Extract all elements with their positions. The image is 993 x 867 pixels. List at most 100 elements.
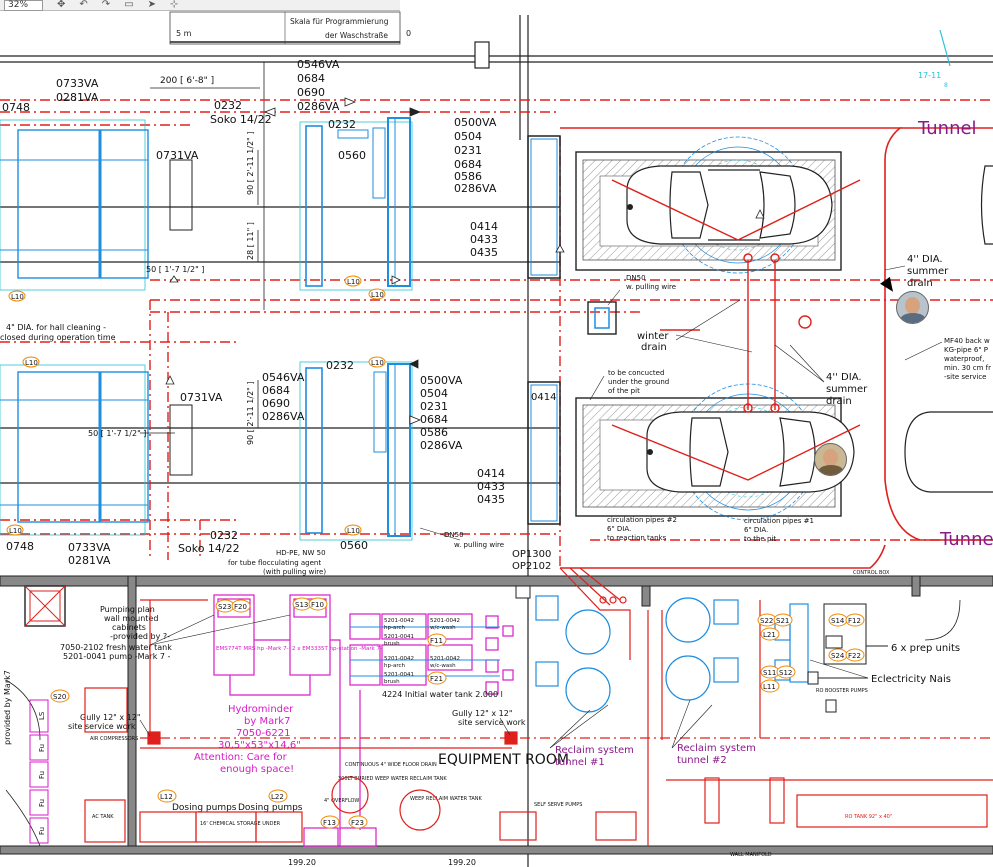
svg-text:0414: 0414 [477,467,505,480]
svg-text:AIR COMPRESSORS: AIR COMPRESSORS [90,736,138,742]
svg-text:drain: drain [907,278,933,289]
svg-text:waterproof,: waterproof, [944,355,984,363]
svg-text:L10: L10 [371,359,384,367]
scale-title-2: der Waschstraße [325,31,388,40]
user-avatar-2[interactable] [814,443,847,476]
svg-text:7050-6221: 7050-6221 [236,728,291,739]
save-icon[interactable]: ▭ [124,0,134,10]
svg-text:0546VA: 0546VA [262,371,305,384]
undo-icon[interactable]: ↶ [79,0,88,10]
svg-text:0504: 0504 [420,387,448,400]
user-avatar-1[interactable] [896,291,929,324]
svg-text:30,5"x53"x14,6": 30,5"x53"x14,6" [218,740,301,751]
svg-text:90 [ 2'-11 1/2" ]: 90 [ 2'-11 1/2" ] [246,131,255,195]
svg-text:-site service: -site service [944,373,986,381]
svg-text:w/c-wash: w/c-wash [430,663,456,669]
svg-text:50 [ 1'-7 1/2" ]: 50 [ 1'-7 1/2" ] [146,265,204,274]
svg-text:0733VA: 0733VA [56,77,99,90]
right-equipment-labels: 6 x prep units Eclectricity Nais [871,643,960,685]
svg-text:0560: 0560 [338,149,366,162]
leader-lines [419,265,943,541]
pan-icon[interactable]: ✥ [57,0,66,10]
svg-text:L10: L10 [25,359,38,367]
svg-text:0684: 0684 [454,158,482,171]
svg-text:S24: S24 [831,652,845,660]
column-marker [474,41,490,69]
svg-text:0690: 0690 [297,86,325,99]
reclaim-labels: Reclaim system tunnel #1 Reclaim system … [555,743,756,768]
svg-text:5201-0041: 5201-0041 [384,672,414,678]
svg-text:0435: 0435 [477,493,505,506]
blue-manifold [350,626,500,677]
svg-text:hp-arch: hp-arch [384,625,405,631]
equipment-codes: 5201-0042 hp-arch 5201-0042 w/c-wash 520… [216,618,460,685]
viewer-toolbar: 32% ✥ ↶ ↷ ▭ ➤ ⊹ [0,0,400,11]
tunnel-label-2: Tunnel [939,529,993,550]
svg-text:-provided by ?-: -provided by ?- [110,632,170,641]
svg-text:hp-arch: hp-arch [384,663,405,669]
svg-text:7050-2102 fresh water tank: 7050-2102 fresh water tank [60,643,172,652]
svg-text:L22: L22 [271,793,284,801]
pointer-icon[interactable]: ➤ [147,0,157,10]
svg-text:provided by Mark7: provided by Mark7 [3,670,12,745]
svg-text:Fu: Fu [38,744,46,752]
wash-pit-bottom [575,383,855,521]
svg-text:0435: 0435 [470,246,498,259]
side-tags [29,699,49,844]
svg-text:LS: LS [38,711,46,720]
svg-text:min. 30 cm fr: min. 30 cm fr [944,364,991,372]
svg-text:6 x prep units: 6 x prep units [891,643,960,654]
scale-unit: 5 m [176,29,192,38]
equipment-tags: S23 F20 S13 F10 F11 F21 S22 S21 L21 S14 … [50,597,865,829]
svg-text:0433: 0433 [470,233,498,246]
equipment-labels: Pumping plan wall mounted cabinets -prov… [60,605,892,867]
zoom-select[interactable]: 32% [4,0,44,11]
svg-text:0748: 0748 [2,101,30,114]
svg-text:L10: L10 [347,278,360,286]
svg-text:0281VA: 0281VA [56,91,99,104]
svg-text:0586: 0586 [454,170,482,183]
svg-text:w. pulling wire: w. pulling wire [454,541,504,549]
svg-text:0433: 0433 [477,480,505,493]
svg-text:KG-pipe 6" P: KG-pipe 6" P [944,346,988,354]
svg-text:MF40 back w: MF40 back w [944,337,990,345]
snap-icon[interactable]: ⊹ [170,0,179,10]
svg-text:50 [ 1'-7 1/2" ]: 50 [ 1'-7 1/2" ] [88,429,146,438]
svg-text:6" DIA.: 6" DIA. [744,526,768,534]
svg-text:OP2102: OP2102 [512,561,551,572]
svg-text:L12: L12 [160,793,173,801]
svg-text:Reclaim system: Reclaim system [677,743,756,754]
svg-text:0690: 0690 [262,397,290,410]
svg-text:0748: 0748 [6,540,34,553]
svg-text:drain: drain [826,396,852,407]
redo-icon[interactable]: ↷ [101,0,111,10]
pump-station-units [213,594,514,847]
svg-text:S14: S14 [831,617,845,625]
svg-text:28 [ 11" ]: 28 [ 11" ] [246,222,255,260]
svg-text:200 [ 6'-8" ]: 200 [ 6'-8" ] [160,76,214,86]
svg-text:Dosing pumps: Dosing pumps [238,803,303,813]
svg-text:Fu: Fu [38,827,46,835]
svg-text:to the pit: to the pit [744,535,776,543]
svg-text:(with pulling wire): (with pulling wire) [263,568,326,576]
svg-text:wall mounted: wall mounted [104,614,158,623]
svg-text:tunnel #1: tunnel #1 [555,757,605,768]
svg-text:HD-PE, NW 50: HD-PE, NW 50 [276,549,326,557]
svg-text:F11: F11 [430,637,443,645]
svg-text:F23: F23 [351,819,364,827]
svg-text:L10: L10 [11,293,24,301]
svg-text:S21: S21 [776,617,789,625]
hydrominder-note: Hydrominder by Mark7 7050-6221 30,5"x53"… [194,704,301,775]
red-pipes-pit [611,179,861,481]
svg-text:S11: S11 [763,669,776,677]
svg-text:circulation pipes #2: circulation pipes #2 [607,516,677,524]
svg-text:closed during operation time: closed during operation time [0,333,116,342]
conveyor-top-left [0,117,561,541]
svg-text:0560: 0560 [340,539,368,552]
svg-text:0232: 0232 [326,359,354,372]
svg-text:Attention: Care for: Attention: Care for [194,752,288,763]
svg-text:site service work: site service work [68,722,136,731]
svg-text:0231: 0231 [420,400,448,413]
svg-text:DN50: DN50 [626,274,646,282]
